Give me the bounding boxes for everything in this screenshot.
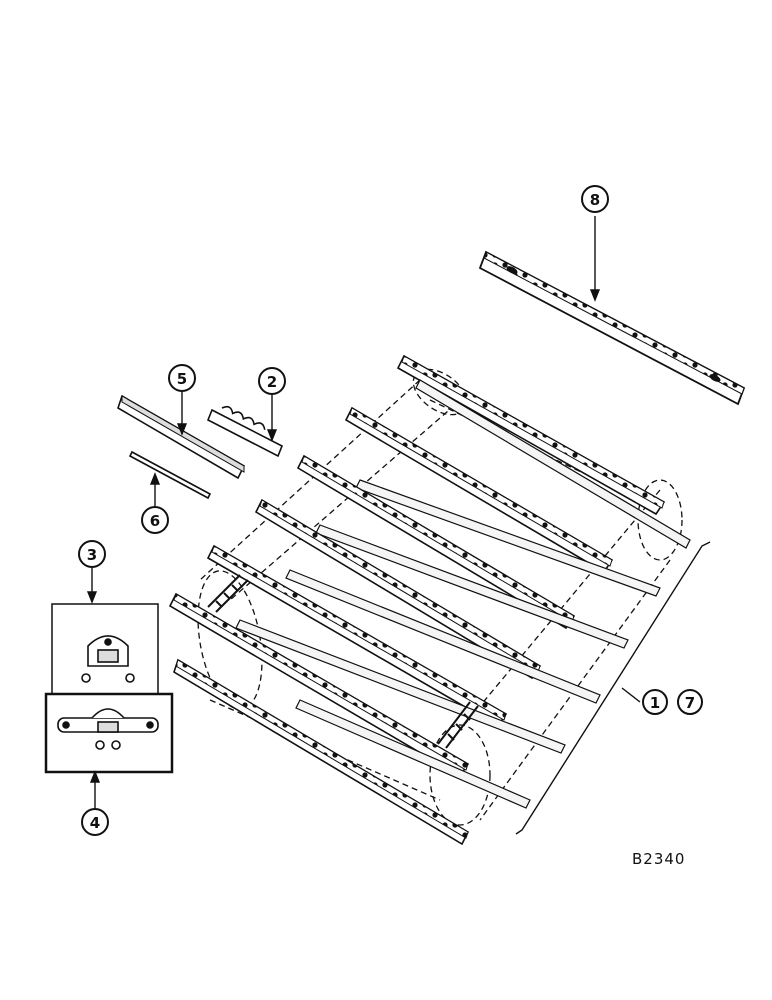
attachment-bracket-drawing (81, 635, 135, 683)
svg-text:3: 3 (87, 546, 97, 564)
callout-8: 8 (581, 185, 609, 213)
svg-text:8: 8 (590, 191, 600, 209)
callout-5: 5 (168, 364, 196, 392)
slat-bar (396, 354, 691, 549)
svg-text:1: 1 (650, 694, 660, 712)
slat-bar (344, 406, 661, 597)
svg-text:6: 6 (150, 512, 160, 530)
item-5-angle-strip (117, 394, 246, 480)
slat-bar (168, 592, 531, 809)
svg-text:2: 2 (267, 373, 277, 391)
callout-1: 1 (642, 689, 668, 715)
callout-2: 2 (258, 367, 286, 395)
slat-bar (296, 454, 629, 649)
svg-text:7: 7 (685, 694, 695, 712)
item-3-inset-box (51, 603, 159, 695)
slat-bar (206, 544, 566, 754)
svg-text:5: 5 (177, 370, 187, 388)
item-2-toothed-piece (206, 405, 284, 458)
item-4-inset-box (44, 692, 174, 774)
chain-link-drawing (57, 708, 159, 750)
reference-code: B2340 (632, 850, 685, 868)
slat-bar (173, 658, 470, 846)
callout-6: 6 (141, 506, 169, 534)
callout-7: 7 (677, 689, 703, 715)
item-8-toothed-bar (478, 250, 746, 406)
svg-text:4: 4 (90, 814, 100, 832)
callout-3: 3 (78, 540, 106, 568)
item-6-flat-strip (128, 450, 212, 500)
callout-4: 4 (81, 808, 109, 836)
chain-links (207, 574, 479, 749)
leader-lines (86, 216, 711, 835)
slat-bar (254, 498, 601, 704)
slat-bars (168, 354, 691, 846)
